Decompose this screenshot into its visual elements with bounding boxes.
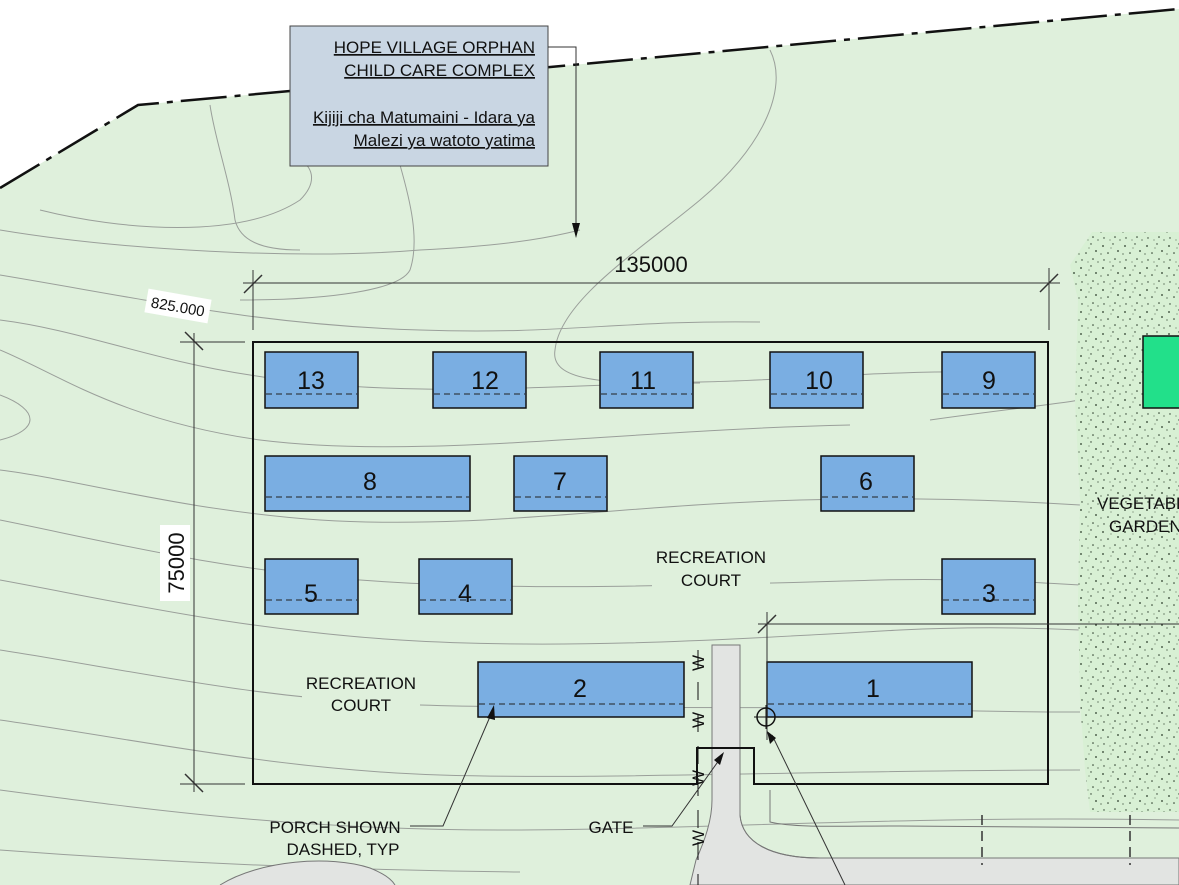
building-6[interactable]: 6 — [820, 455, 915, 512]
building-7[interactable]: 7 — [513, 455, 608, 512]
building-4[interactable]: 4 — [418, 558, 513, 615]
water-mark: W — [689, 770, 708, 786]
recreation-court-left-label: RECREATION COURT — [302, 670, 420, 718]
building-label: 1 — [866, 675, 880, 703]
project-title-line: CHILD CARE COMPLEX — [344, 61, 535, 80]
water-mark: W — [689, 655, 708, 671]
water-mark: W — [689, 712, 708, 728]
building-label: 3 — [982, 580, 996, 608]
project-title-line: HOPE VILLAGE ORPHAN — [334, 38, 535, 57]
building-label: 2 — [573, 675, 587, 703]
building-13[interactable]: 13 — [264, 351, 359, 409]
porch-note: PORCH SHOWN DASHED, TYP — [269, 705, 495, 859]
svg-text:GATE: GATE — [588, 818, 633, 837]
gate-note: GATE — [588, 752, 724, 837]
compound-boundary — [252, 341, 1049, 785]
building-label: 8 — [363, 468, 377, 496]
title-leader — [548, 46, 580, 238]
building-3[interactable]: 3 — [941, 558, 1036, 615]
project-title-line: Kijiji cha Matumaini - Idara ya — [313, 108, 536, 127]
garden-structure — [1142, 335, 1179, 409]
svg-text:COURT: COURT — [681, 571, 741, 590]
svg-text:RECREATION: RECREATION — [656, 548, 766, 567]
building-5[interactable]: 5 — [264, 558, 359, 615]
building-1[interactable]: 1 — [766, 661, 973, 718]
svg-text:COURT: COURT — [331, 696, 391, 715]
property-line — [0, 7, 1179, 190]
building-11[interactable]: 11 — [599, 351, 694, 409]
minor-dimension — [757, 612, 1179, 740]
water-mark: W — [689, 830, 708, 846]
project-title-box: HOPE VILLAGE ORPHAN CHILD CARE COMPLEX K… — [289, 25, 549, 167]
svg-text:PORCH SHOWN: PORCH SHOWN — [269, 818, 400, 837]
building-label: 5 — [304, 580, 318, 608]
building-label: 4 — [458, 580, 472, 608]
height-dimension-text: 75000 — [164, 532, 189, 593]
vegetable-garden-label: VEGETABLE GARDEN — [1097, 494, 1179, 536]
building-label: 13 — [297, 367, 325, 395]
building-10[interactable]: 10 — [769, 351, 864, 409]
site-area — [0, 9, 1179, 885]
building-2[interactable]: 2 — [477, 661, 685, 718]
recreation-court-center-label: RECREATION COURT — [652, 545, 770, 593]
road — [219, 644, 1179, 885]
building-label: 6 — [859, 468, 873, 496]
svg-text:DASHED, TYP: DASHED, TYP — [286, 840, 399, 859]
svg-text:RECREATION: RECREATION — [306, 674, 416, 693]
project-title-line: Malezi ya watoto yatima — [354, 131, 536, 150]
building-label: 9 — [982, 367, 996, 395]
width-dimension-text: 135000 — [614, 252, 687, 277]
building-12[interactable]: 12 — [432, 351, 527, 409]
svg-text:GARDEN: GARDEN — [1109, 517, 1179, 536]
svg-text:VEGETABLE: VEGETABLE — [1097, 494, 1179, 513]
building-label: 11 — [630, 367, 656, 395]
building-9[interactable]: 9 — [941, 351, 1036, 409]
building-label: 10 — [805, 367, 833, 395]
contour-lines — [0, 49, 1179, 873]
valve-marker-icon — [754, 705, 846, 885]
building-8[interactable]: 8 — [264, 455, 471, 512]
height-dimension — [180, 331, 245, 793]
building-label: 7 — [553, 468, 567, 496]
width-dimension — [243, 268, 1060, 330]
building-label: 12 — [471, 367, 499, 395]
